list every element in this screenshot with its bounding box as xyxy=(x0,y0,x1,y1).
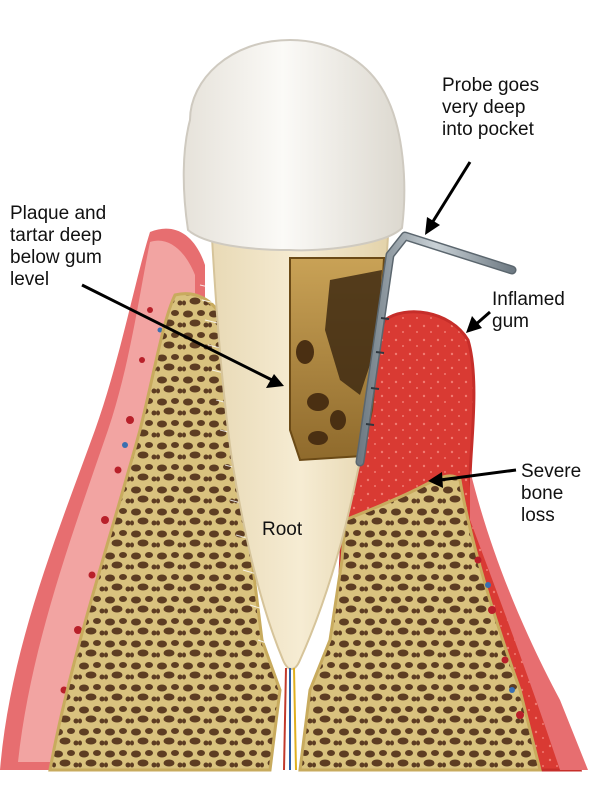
plaque-arrow xyxy=(81,283,284,388)
right-blood-vessels xyxy=(474,556,524,719)
right-bone xyxy=(298,474,542,772)
tartar-dark-core xyxy=(325,270,382,395)
bone-loss-label: Severe bone loss xyxy=(521,461,582,526)
dental-probe[interactable] xyxy=(355,231,517,467)
bone-arrow xyxy=(428,468,517,488)
tartar-holes xyxy=(296,340,346,445)
plaque-label: Plaque and tartar deep below gum level xyxy=(10,203,107,290)
gum-arrow xyxy=(466,310,491,333)
probe-label: Probe goes very deep into pocket xyxy=(442,75,540,140)
root-canal-nerves xyxy=(283,667,297,771)
pointer-arrows xyxy=(81,161,517,488)
tooth-crown xyxy=(182,38,406,252)
root-label: Root xyxy=(262,519,303,540)
probe-arrow xyxy=(425,161,472,235)
inflamed-gum-label: Inflamed gum xyxy=(492,289,565,332)
